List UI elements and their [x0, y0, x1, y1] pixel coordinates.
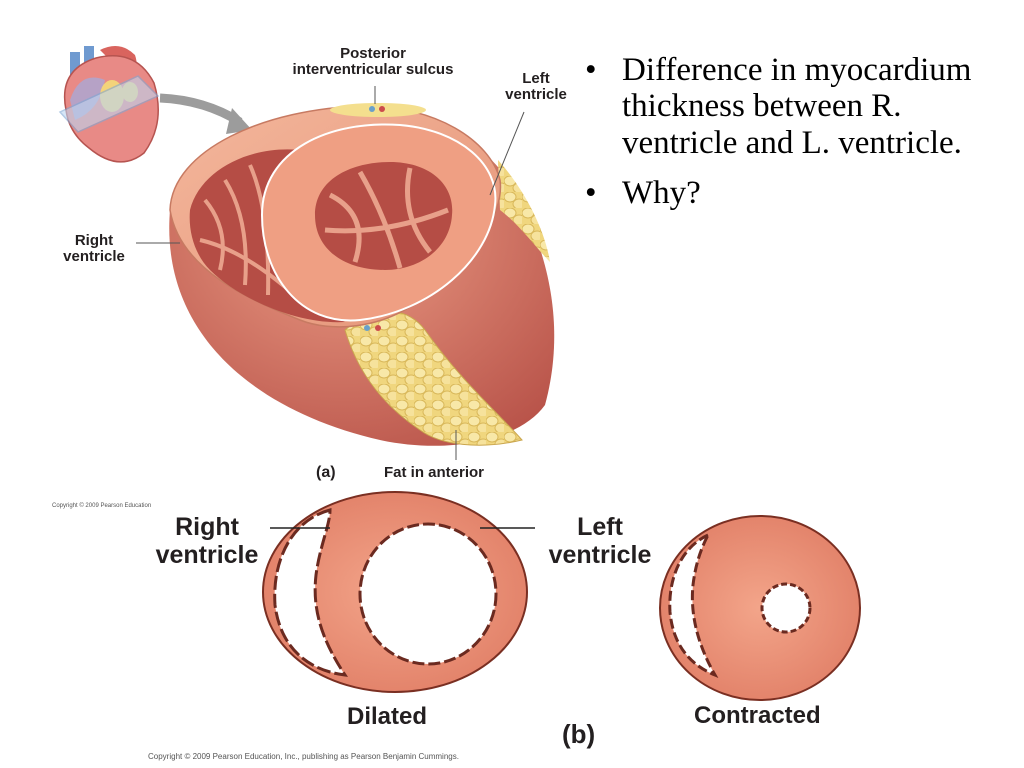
bullet-marker: •	[585, 52, 597, 88]
label-dilated: Dilated	[347, 703, 428, 730]
right-ventricle-cavity-dilated	[273, 508, 349, 677]
bullet-marker: •	[585, 174, 597, 211]
pointer-arrow	[159, 93, 243, 126]
bullet-list: • Difference in myocardium thickness bet…	[585, 52, 1015, 225]
label-fat-anterior: Fat in anterior	[384, 464, 485, 481]
lateral-fat	[498, 160, 550, 262]
copyright-footer: Copyright © 2009 Pearson Education, Inc.…	[148, 752, 459, 761]
label-right-ventricle-b: Right ventricle	[155, 513, 259, 569]
contracted-heart	[659, 515, 861, 701]
heart-cross-section-diagram	[58, 46, 555, 460]
label-posterior-sulcus: Posterior interventricular sulcus	[292, 45, 454, 79]
pointer-arrow-head	[226, 108, 252, 134]
dilated-heart	[262, 491, 528, 693]
label-panel-a: (a)	[316, 464, 336, 481]
label-right-ventricle-a: Right ventricle	[63, 232, 125, 266]
copyright-small: Copyright © 2009 Pearson Education	[52, 503, 152, 509]
bullet-text: Why?	[622, 174, 701, 211]
bullet-item: • Why?	[585, 175, 1015, 211]
left-ventricle-cavity-contracted	[760, 582, 812, 634]
anterior-fat	[344, 310, 523, 446]
ventricle-states-diagram	[262, 491, 861, 701]
posterior-fat	[330, 103, 426, 117]
leader-left-ventricle	[489, 111, 525, 196]
whole-heart-thumbnail	[58, 46, 160, 163]
label-contracted: Contracted	[694, 702, 821, 729]
right-ventricle-cavity-contracted	[668, 531, 719, 678]
label-panel-b: (b)	[562, 719, 596, 749]
label-left-ventricle-a: Left ventricle	[505, 70, 567, 104]
bullet-text: Difference in myocardium thickness betwe…	[622, 52, 972, 161]
left-ventricle-cavity-dilated	[358, 522, 498, 666]
label-left-ventricle-b: Left ventricle	[548, 513, 652, 569]
bullet-item: • Difference in myocardium thickness bet…	[585, 52, 1022, 161]
